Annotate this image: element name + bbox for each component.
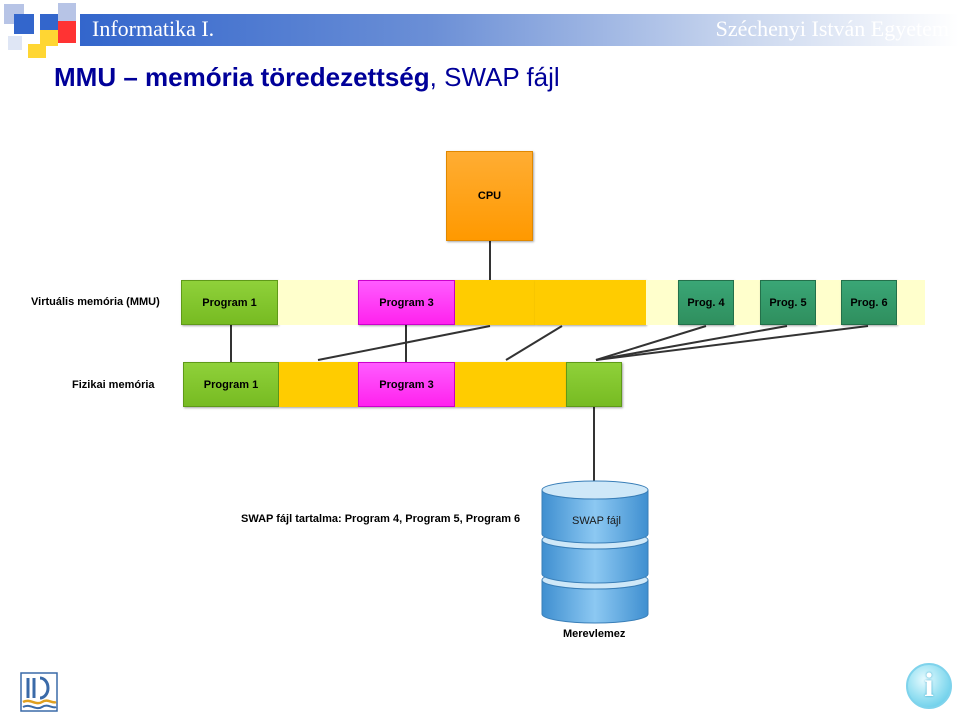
- virtual-block-label: Program 3: [379, 296, 434, 309]
- physical-block-green-small: [566, 362, 622, 407]
- virtual-memory-label: Virtuális memória (MMU): [31, 296, 160, 308]
- header-course-title: Informatika I.: [92, 16, 215, 41]
- virtual-block-free-2: [646, 280, 678, 325]
- physical-block-label: Program 1: [203, 378, 259, 391]
- disk-swap-label: SWAP fájl: [572, 515, 621, 527]
- slide-title-main: MMU – memória töredezettség: [54, 62, 430, 92]
- university-logo-icon: [20, 672, 58, 712]
- physical-block-program-1: Program 1: [183, 362, 279, 407]
- hard-disk-icon: [541, 480, 649, 624]
- virtual-block-free-1: [278, 280, 358, 325]
- virtual-block-free-3: [734, 280, 760, 325]
- virtual-block-program-1: Program 1: [181, 280, 278, 325]
- slide-title-suffix: , SWAP fájl: [429, 62, 560, 92]
- virtual-block-program-3: Program 3: [358, 280, 455, 325]
- virtual-block-label: Program 1: [202, 296, 257, 309]
- header-bar: [80, 14, 959, 46]
- physical-block-label: Program 3: [379, 378, 434, 391]
- cpu-label: CPU: [477, 190, 502, 202]
- cpu-block: CPU: [446, 151, 533, 241]
- physical-block-yellow-2: [455, 362, 566, 407]
- header-university-name: Széchenyi István Egyetem: [715, 16, 949, 41]
- disk-caption: Merevlemez: [563, 628, 626, 640]
- info-icon[interactable]: i: [906, 663, 952, 709]
- physical-block-program-3: Program 3: [358, 362, 455, 407]
- slide-title: MMU – memória töredezettség, SWAP fájl: [54, 62, 560, 93]
- virtual-block-free-5: [897, 280, 925, 325]
- virtual-block-yellow-1: [455, 280, 535, 325]
- physical-block-yellow-1: [279, 362, 358, 407]
- virtual-block-prog-5: Prog. 5: [760, 280, 816, 325]
- virtual-block-label: Prog. 5: [769, 296, 807, 309]
- virtual-block-prog-6: Prog. 6: [841, 280, 897, 325]
- virtual-block-free-4: [816, 280, 841, 325]
- virtual-block-yellow-2: [535, 280, 646, 325]
- virtual-block-label: Prog. 6: [850, 296, 888, 309]
- virtual-block-prog-4: Prog. 4: [678, 280, 734, 325]
- virtual-block-label: Prog. 4: [687, 296, 725, 309]
- swap-caption: SWAP fájl tartalma: Program 4, Program 5…: [241, 513, 521, 525]
- physical-memory-label: Fizikai memória: [72, 379, 155, 391]
